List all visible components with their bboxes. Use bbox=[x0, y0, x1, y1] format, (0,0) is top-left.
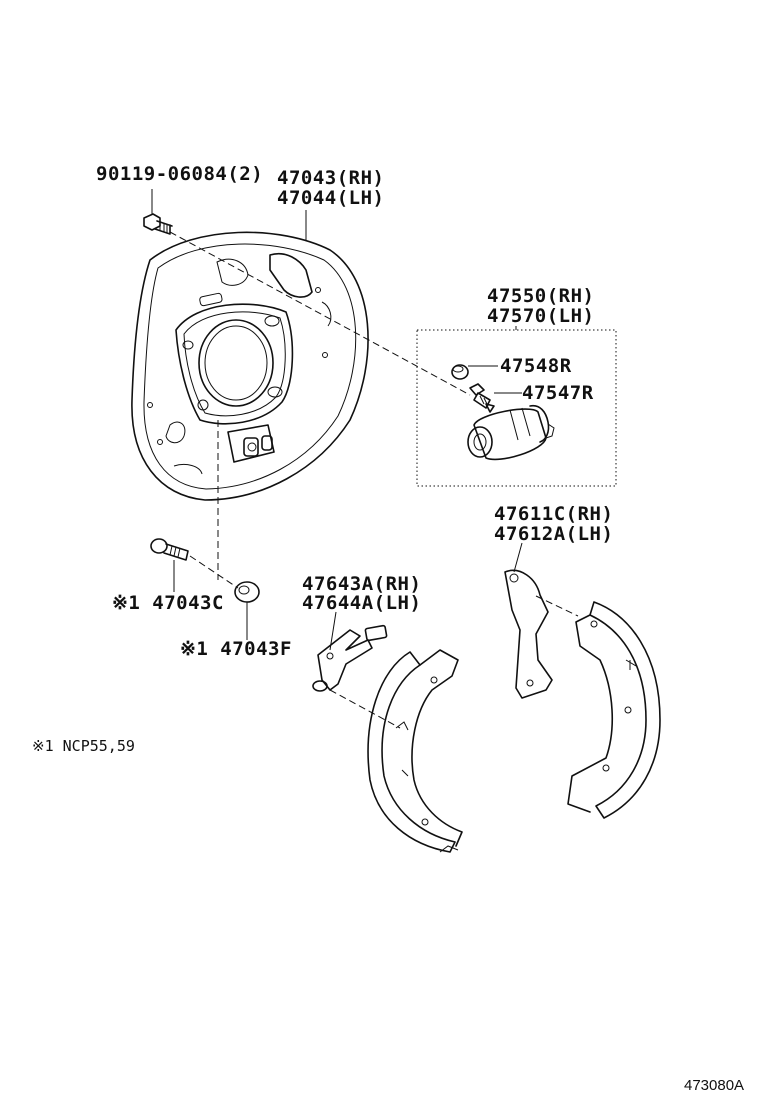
label-backing-plate-rh[interactable]: 47043(RH) bbox=[277, 167, 384, 189]
label-shoe-lh[interactable]: 47612A(LH) bbox=[494, 523, 613, 545]
leader-lines bbox=[151, 189, 579, 729]
anchor-bushing[interactable] bbox=[234, 581, 260, 603]
diagram-reference-code: 473080A bbox=[684, 1077, 744, 1094]
bleeder-plug[interactable] bbox=[469, 383, 495, 413]
label-wheel-cylinder-rh[interactable]: 47550(RH) bbox=[487, 285, 594, 307]
parking-lever[interactable] bbox=[312, 624, 388, 692]
label-backing-plate-lh[interactable]: 47044(LH) bbox=[277, 187, 384, 209]
label-wheel-cylinder-lh[interactable]: 47570(LH) bbox=[487, 305, 594, 327]
label-anchor-pin[interactable]: ※1 47043C bbox=[112, 592, 224, 614]
bleeder-cap[interactable] bbox=[451, 364, 469, 380]
shoe-adjuster-lever[interactable] bbox=[504, 569, 553, 699]
label-bolt[interactable]: 90119-06084(2) bbox=[96, 163, 263, 185]
label-anchor-bushing[interactable]: ※1 47043F bbox=[180, 638, 292, 660]
wheel-cylinder-box bbox=[416, 329, 617, 487]
wheel-cylinder[interactable] bbox=[467, 404, 555, 461]
brake-shoe-right[interactable] bbox=[567, 601, 661, 819]
label-shoe-rh[interactable]: 47611C(RH) bbox=[494, 503, 613, 525]
label-lever-lh[interactable]: 47644A(LH) bbox=[302, 592, 421, 614]
brake-shoe-left[interactable] bbox=[367, 649, 463, 853]
backing-plate-bolt[interactable] bbox=[143, 213, 173, 235]
footnote: ※1 NCP55,59 bbox=[32, 737, 135, 755]
label-lever-rh[interactable]: 47643A(RH) bbox=[302, 573, 421, 595]
label-bleeder-cap[interactable]: 47548R bbox=[500, 355, 572, 377]
label-bleeder-plug[interactable]: 47547R bbox=[522, 382, 594, 404]
backing-plate[interactable] bbox=[131, 231, 369, 501]
anchor-pin[interactable] bbox=[150, 538, 189, 561]
